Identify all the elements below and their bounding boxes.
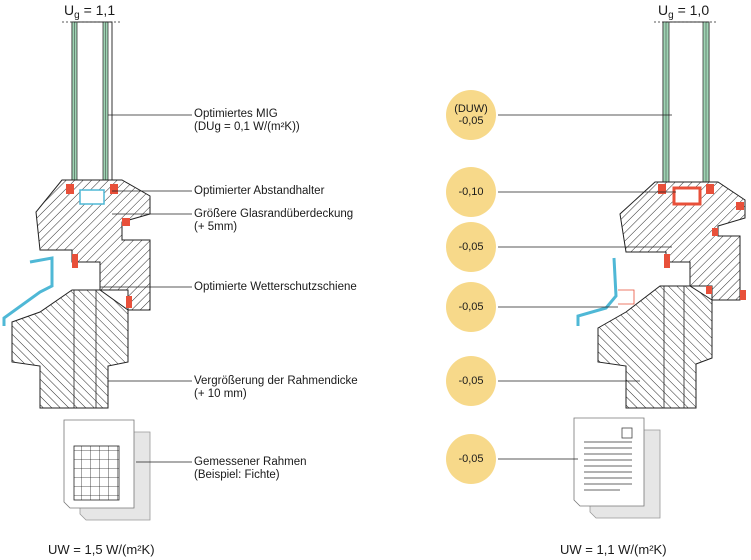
delta-circle-measured-frame: -0,05: [446, 434, 496, 484]
left-seal-icon: [110, 184, 118, 194]
label-measured-frame: Gemessener Rahmen(Beispiel: Fichte): [194, 456, 307, 481]
left-spacer-icon: [79, 189, 105, 205]
label-optimized-spacer: Optimierter Abstandhalter: [194, 185, 325, 197]
left-ug-title: Ug = 1,1: [64, 2, 116, 21]
left-window-section: [2, 21, 151, 521]
delta-circle-edge-cover: -0,05: [446, 222, 496, 272]
right-weather-rail-icon: [576, 257, 618, 326]
left-seal-icon: [66, 184, 74, 194]
delta-circle-mig: (DUW)-0,05: [446, 90, 496, 140]
delta-circle-spacer: -0,10: [446, 167, 496, 217]
right-seal-icon: [664, 254, 670, 268]
right-seal-icon: [658, 184, 666, 194]
left-seal-icon: [72, 254, 78, 268]
right-glazing-icon: [662, 21, 710, 191]
right-seal-icon: [706, 184, 714, 194]
right-seal-icon: [706, 286, 712, 294]
left-document-icon: [63, 419, 151, 521]
label-glass-edge-cover: Größere Glasrandüberdeckung(+ 5mm): [194, 208, 354, 233]
left-uw-result: UW = 1,5 W/(m²K): [48, 542, 155, 557]
delta-circle-frame-thickness: -0,05: [446, 356, 496, 406]
right-window-section: [573, 21, 746, 519]
label-weather-rail: Optimierte Wetterschutzschiene: [194, 281, 357, 293]
label-frame-thickness: Vergrößerung der Rahmendicke(+ 10 mm): [194, 375, 358, 400]
leader-lines: [62, 21, 716, 463]
left-glazing-icon: [71, 21, 113, 191]
right-document-icon: [573, 417, 661, 519]
right-spacer-icon: [672, 186, 702, 206]
right-seal-icon: [736, 202, 744, 210]
right-uw-result: UW = 1,1 W/(m²K): [560, 542, 667, 557]
right-seal-icon: [712, 228, 718, 236]
left-frame-icon: [11, 289, 129, 409]
right-frame-icon: [597, 285, 713, 409]
left-seal-icon: [126, 296, 132, 308]
delta-circle-weather-rail: -0,05: [446, 282, 496, 332]
label-optimized-mig: Optimiertes MIG(DUg = 0,1 W/(m²K)): [194, 108, 300, 133]
left-seal-icon: [122, 218, 130, 226]
left-weather-rail-icon: [2, 256, 54, 326]
right-ug-title: Ug = 1,0: [658, 2, 710, 21]
right-seal-icon: [740, 290, 746, 300]
